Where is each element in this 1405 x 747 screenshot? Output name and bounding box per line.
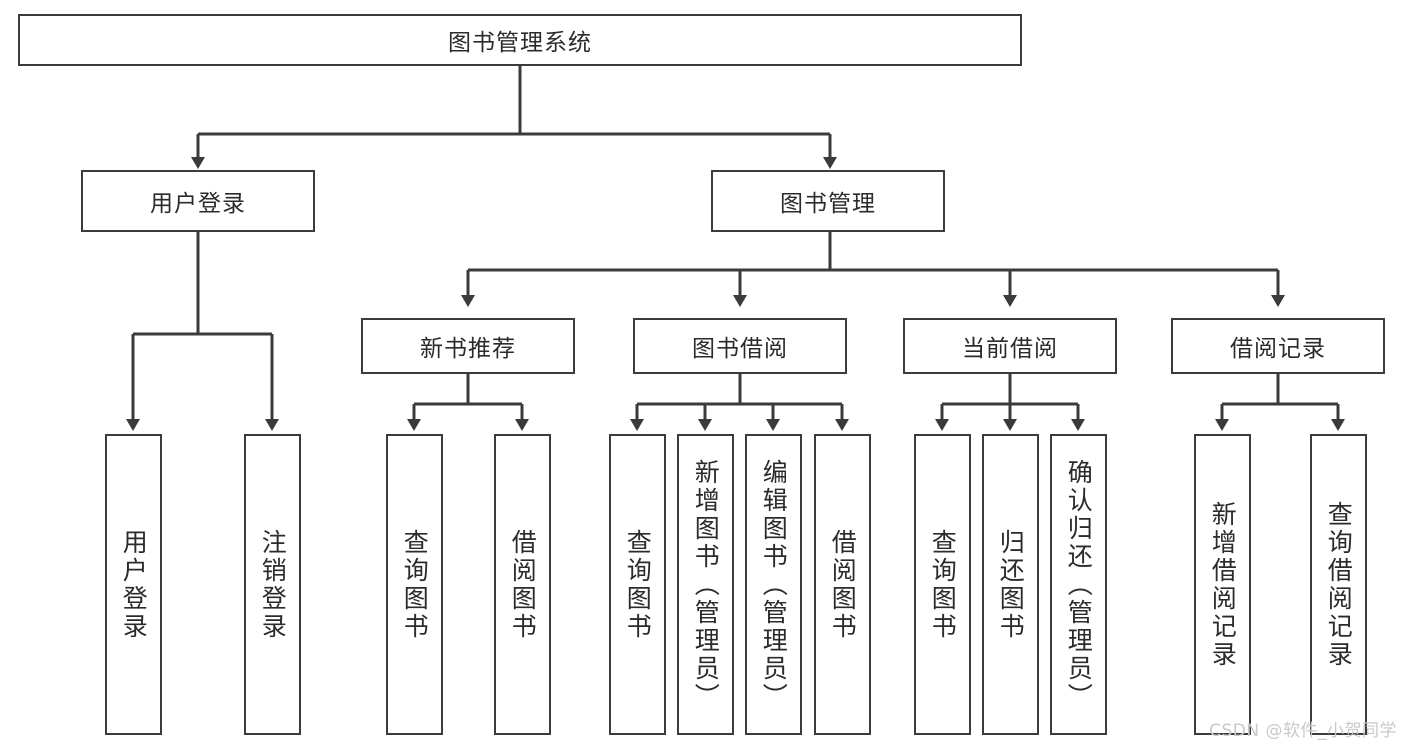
node-label: 新增图书（管理员） <box>691 458 721 711</box>
leaf-user-login-login[interactable]: 用户登录 <box>105 434 162 735</box>
node-label: 归还图书 <box>996 528 1026 641</box>
node-label: 查询图书 <box>400 528 430 641</box>
node-label: 图书管理系统 <box>448 30 592 56</box>
node-label: 查询借阅记录 <box>1324 500 1354 669</box>
node-user-login[interactable]: 用户登录 <box>81 170 315 232</box>
node-label: 查询图书 <box>928 528 958 641</box>
node-label: 用户登录 <box>119 528 149 641</box>
node-label: 图书借阅 <box>692 336 788 362</box>
csdn-watermark: CSDN @软件_小贺同学 <box>1209 721 1397 741</box>
leaf-current-confirm-return-admin[interactable]: 确认归还（管理员） <box>1050 434 1107 735</box>
node-label: 编辑图书（管理员） <box>759 458 789 711</box>
node-label: 图书管理 <box>780 191 876 217</box>
leaf-record-add-borrow-record[interactable]: 新增借阅记录 <box>1194 434 1251 735</box>
node-book-management[interactable]: 图书管理 <box>711 170 945 232</box>
leaf-user-login-logout[interactable]: 注销登录 <box>244 434 301 735</box>
node-label: 新书推荐 <box>420 336 516 362</box>
leaf-current-return-book[interactable]: 归还图书 <box>982 434 1039 735</box>
node-label: 借阅图书 <box>508 528 538 641</box>
leaf-record-query-borrow-record[interactable]: 查询借阅记录 <box>1310 434 1367 735</box>
leaf-current-query-book[interactable]: 查询图书 <box>914 434 971 735</box>
leaf-new-book-query[interactable]: 查询图书 <box>386 434 443 735</box>
leaf-borrow-add-book-admin[interactable]: 新增图书（管理员） <box>677 434 734 735</box>
node-label: 借阅图书 <box>828 528 858 641</box>
node-label: 查询图书 <box>623 528 653 641</box>
leaf-new-book-borrow[interactable]: 借阅图书 <box>494 434 551 735</box>
node-label: 新增借阅记录 <box>1208 500 1238 669</box>
node-label: 用户登录 <box>150 191 246 217</box>
node-label: 确认归还（管理员） <box>1064 458 1094 711</box>
node-label: 借阅记录 <box>1230 336 1326 362</box>
node-current-borrow[interactable]: 当前借阅 <box>903 318 1117 374</box>
node-label: 注销登录 <box>258 528 288 641</box>
leaf-borrow-borrow-book[interactable]: 借阅图书 <box>814 434 871 735</box>
node-new-book-recommend[interactable]: 新书推荐 <box>361 318 575 374</box>
leaf-borrow-edit-book-admin[interactable]: 编辑图书（管理员） <box>745 434 802 735</box>
node-label: 当前借阅 <box>962 336 1058 362</box>
node-root-book-management-system[interactable]: 图书管理系统 <box>18 14 1022 66</box>
node-book-borrow[interactable]: 图书借阅 <box>633 318 847 374</box>
leaf-borrow-query-book[interactable]: 查询图书 <box>609 434 666 735</box>
node-borrow-record[interactable]: 借阅记录 <box>1171 318 1385 374</box>
